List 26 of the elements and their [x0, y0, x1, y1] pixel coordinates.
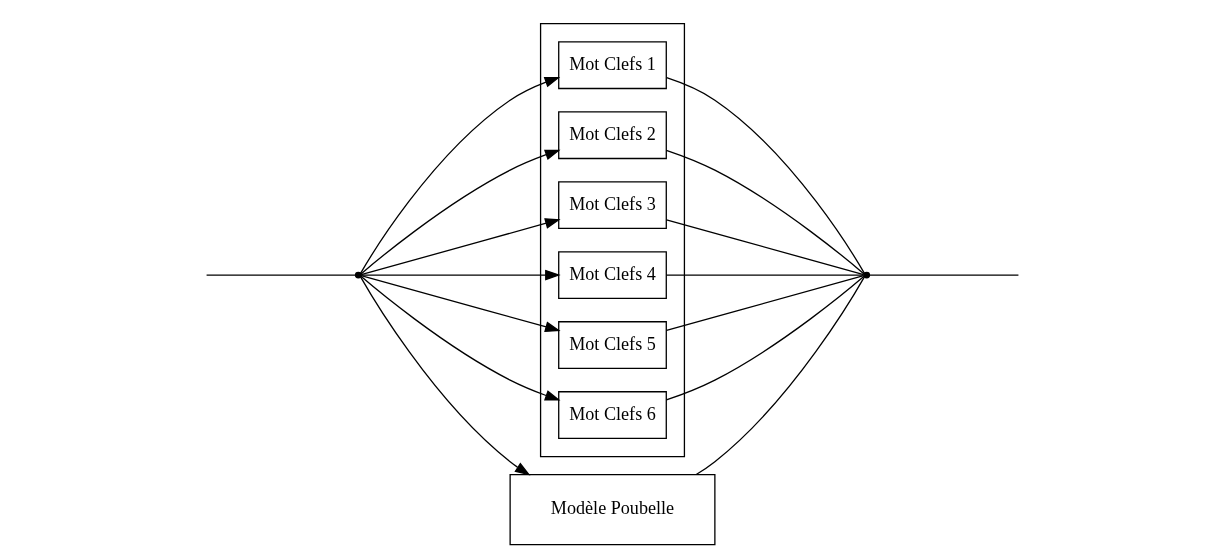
connector: [666, 77, 866, 275]
node-box: Mot Clefs 5: [558, 321, 667, 370]
arrow: [359, 276, 531, 476]
node-box: Mot Clefs 4: [558, 251, 667, 300]
arrow: [360, 274, 561, 333]
connector: [665, 149, 865, 275]
node-point: [863, 271, 871, 279]
node-box: Mot Clefs 1: [558, 41, 667, 90]
node-box: Mot Clefs 3: [558, 181, 667, 230]
node-point: [354, 271, 362, 279]
connector: [665, 274, 865, 276]
cluster: [539, 23, 686, 458]
connector: [869, 274, 1020, 276]
arrow: [360, 218, 561, 276]
node-box: Mot Clefs 6: [558, 391, 667, 440]
node-box: Mot Clefs 2: [558, 111, 667, 160]
arrow: [359, 77, 561, 275]
node-box: Modèle Poubelle: [509, 474, 716, 546]
arrow: [360, 275, 561, 401]
connector: [695, 276, 866, 476]
arrow: [360, 269, 561, 281]
arrow: [360, 149, 561, 275]
connector: [665, 274, 865, 332]
connector: [205, 274, 356, 276]
connector: [665, 219, 865, 276]
connector: [665, 275, 865, 401]
